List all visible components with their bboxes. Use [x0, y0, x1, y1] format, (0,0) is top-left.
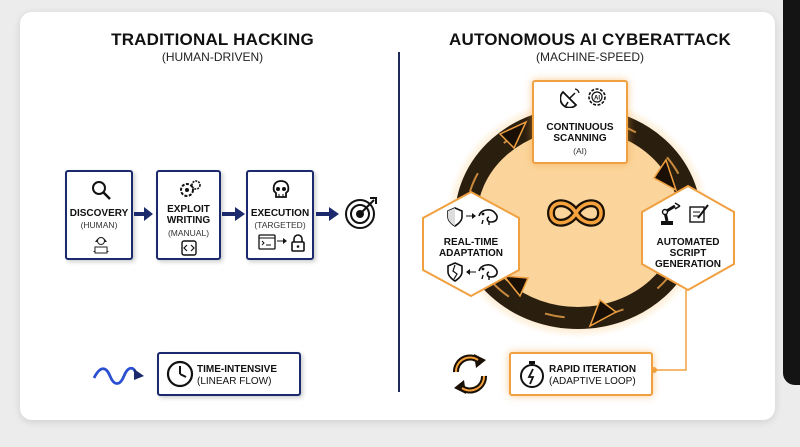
terminal-icon — [258, 234, 276, 250]
skull-icon — [270, 179, 292, 201]
cycle-icon — [448, 352, 492, 396]
right-title: AUTONOMOUS AI CYBERATTACK — [448, 30, 732, 49]
pen-tablet-icon — [688, 202, 710, 224]
arrow-3 — [316, 206, 340, 222]
lock-icon — [290, 234, 306, 252]
arrow-2 — [222, 206, 246, 222]
chameleon-icon — [477, 206, 501, 226]
small-arrow-2 — [466, 212, 476, 220]
satellite-dish-icon — [560, 86, 582, 108]
discovery-label: DISCOVERY — [69, 208, 129, 219]
wave-icon — [92, 366, 144, 386]
ai-chip-icon: AI — [586, 86, 608, 108]
execution-box: EXECUTION (TARGETED) — [246, 170, 314, 260]
shield-icon — [446, 207, 464, 227]
real-time-adaptation-box — [421, 190, 521, 298]
continuous-scanning-box: AI CONTINUOUS SCANNING (AI) — [532, 80, 628, 164]
window-edge — [783, 0, 800, 385]
small-arrow-3 — [466, 268, 476, 276]
automated-script-generation-label: AUTOMATED SCRIPT GENERATION — [655, 237, 721, 270]
target-icon — [342, 196, 378, 232]
execution-label: EXECUTION — [250, 208, 310, 219]
time-intensive-label: TIME-INTENSIVE — [197, 364, 278, 375]
code-icon — [181, 240, 197, 256]
center-divider — [398, 52, 400, 392]
continuous-scanning-label: CONTINUOUS SCANNING — [546, 122, 614, 144]
connector-line — [650, 290, 690, 380]
left-title: TRADITIONAL HACKING — [111, 30, 314, 49]
rapid-iteration-label: RAPID ITERATION — [549, 364, 637, 375]
chameleon-icon-2 — [477, 261, 501, 281]
ai-badge: AI — [594, 96, 600, 102]
gears-icon — [178, 179, 202, 201]
hacker-icon — [89, 232, 113, 254]
discovery-sub: (HUMAN) — [80, 220, 118, 230]
time-intensive-sub: (LINEAR FLOW) — [197, 376, 272, 387]
clock-icon — [165, 359, 195, 389]
left-subtitle: (HUMAN-DRIVEN) — [161, 50, 264, 64]
rapid-iteration-sub: (ADAPTIVE LOOP) — [549, 376, 636, 387]
magnifier-icon — [90, 179, 112, 201]
infinity-icon — [545, 196, 607, 230]
execution-sub: (TARGETED) — [254, 220, 306, 230]
continuous-scanning-sub: (AI) — [573, 146, 587, 156]
time-intensive-box: TIME-INTENSIVE (LINEAR FLOW) — [157, 352, 301, 396]
rapid-iteration-box: RAPID ITERATION (ADAPTIVE LOOP) — [509, 352, 653, 396]
real-time-adaptation-label: REAL-TIME ADAPTATION — [438, 237, 504, 259]
exploit-writing-sub: (MANUAL) — [167, 228, 210, 238]
small-arrow — [277, 237, 287, 245]
exploit-writing-box: EXPLOIT WRITING (MANUAL) — [156, 170, 221, 260]
arrow-1 — [134, 206, 154, 222]
broken-shield-icon — [446, 262, 464, 282]
stopwatch-icon — [517, 359, 547, 389]
discovery-box: DISCOVERY (HUMAN) — [65, 170, 133, 260]
exploit-writing-label: EXPLOIT WRITING — [166, 204, 211, 226]
robot-arm-icon — [658, 200, 684, 226]
right-subtitle: (MACHINE-SPEED) — [535, 50, 644, 64]
